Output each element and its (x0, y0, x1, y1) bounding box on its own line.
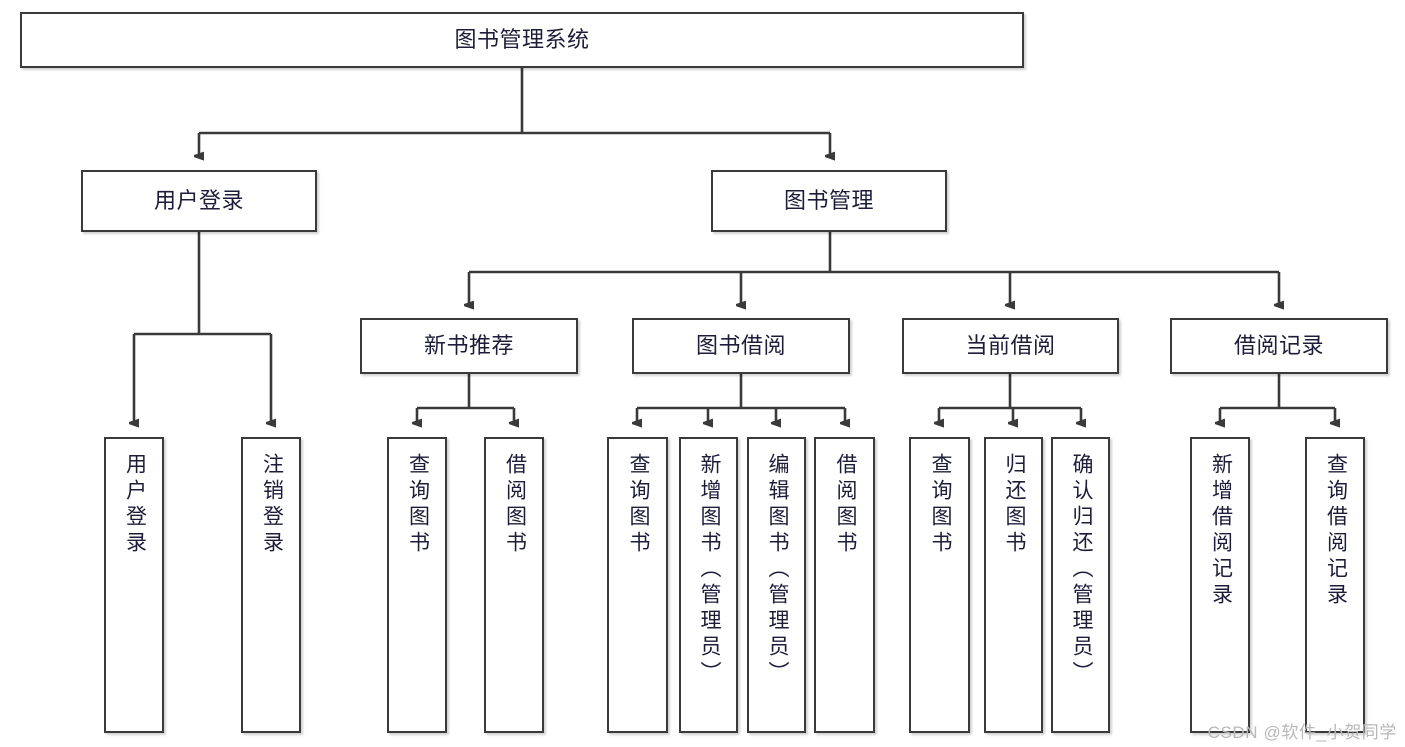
node-borrow-record-label: 借阅记录 (1233, 332, 1324, 358)
node-leaf-confirm-return[interactable]: 确认归还（管理员） (1051, 437, 1110, 733)
node-current-borrow[interactable]: 当前借阅 (902, 318, 1119, 374)
node-leaf-query-borrow-record[interactable]: 查询借阅记录 (1305, 437, 1365, 733)
node-leaf-add-book[interactable]: 新增图书（管理员） (679, 437, 738, 733)
node-leaf-borrow-book-1[interactable]: 借阅图书 (484, 437, 544, 733)
node-leaf-user-logout-label: 注销登录 (260, 453, 284, 557)
node-root-label: 图书管理系统 (454, 26, 590, 52)
node-leaf-query-book-1-label: 查询图书 (406, 453, 430, 557)
node-leaf-user-login-label: 用户登录 (123, 453, 147, 557)
node-current-borrow-label: 当前借阅 (965, 332, 1056, 358)
node-user-login-label: 用户登录 (153, 187, 244, 213)
node-book-borrow[interactable]: 图书借阅 (632, 318, 850, 374)
node-leaf-query-book-2-label: 查询图书 (626, 453, 650, 557)
node-borrow-record[interactable]: 借阅记录 (1170, 318, 1388, 374)
node-leaf-edit-book[interactable]: 编辑图书（管理员） (747, 437, 806, 733)
node-leaf-add-borrow-record[interactable]: 新增借阅记录 (1190, 437, 1250, 733)
node-leaf-confirm-return-label: 确认归还（管理员） (1069, 453, 1093, 687)
node-leaf-borrow-book-2[interactable]: 借阅图书 (814, 437, 875, 733)
node-leaf-return-book-label: 归还图书 (1002, 453, 1026, 557)
node-book-borrow-label: 图书借阅 (695, 332, 786, 358)
node-new-book-recommend-label: 新书推荐 (423, 332, 514, 358)
node-leaf-query-book-3-label: 查询图书 (928, 453, 952, 557)
node-book-management-label: 图书管理 (783, 187, 874, 213)
node-leaf-borrow-book-1-label: 借阅图书 (503, 453, 527, 557)
node-user-login[interactable]: 用户登录 (81, 170, 317, 232)
node-leaf-edit-book-label: 编辑图书（管理员） (765, 453, 789, 687)
node-leaf-query-book-3[interactable]: 查询图书 (909, 437, 970, 733)
node-leaf-query-borrow-record-label: 查询借阅记录 (1324, 453, 1348, 609)
node-root-system[interactable]: 图书管理系统 (20, 12, 1024, 68)
node-leaf-user-login[interactable]: 用户登录 (104, 437, 164, 733)
watermark-text: CSDN @软件_小贺同学 (1207, 723, 1397, 742)
node-leaf-query-book-2[interactable]: 查询图书 (607, 437, 668, 733)
node-book-management[interactable]: 图书管理 (711, 170, 947, 232)
node-leaf-query-book-1[interactable]: 查询图书 (387, 437, 447, 733)
node-leaf-return-book[interactable]: 归还图书 (984, 437, 1043, 733)
node-leaf-add-book-label: 新增图书（管理员） (697, 453, 721, 687)
node-leaf-add-borrow-record-label: 新增借阅记录 (1209, 453, 1233, 609)
node-leaf-user-logout[interactable]: 注销登录 (241, 437, 301, 733)
node-new-book-recommend[interactable]: 新书推荐 (360, 318, 578, 374)
node-leaf-borrow-book-2-label: 借阅图书 (833, 453, 857, 557)
